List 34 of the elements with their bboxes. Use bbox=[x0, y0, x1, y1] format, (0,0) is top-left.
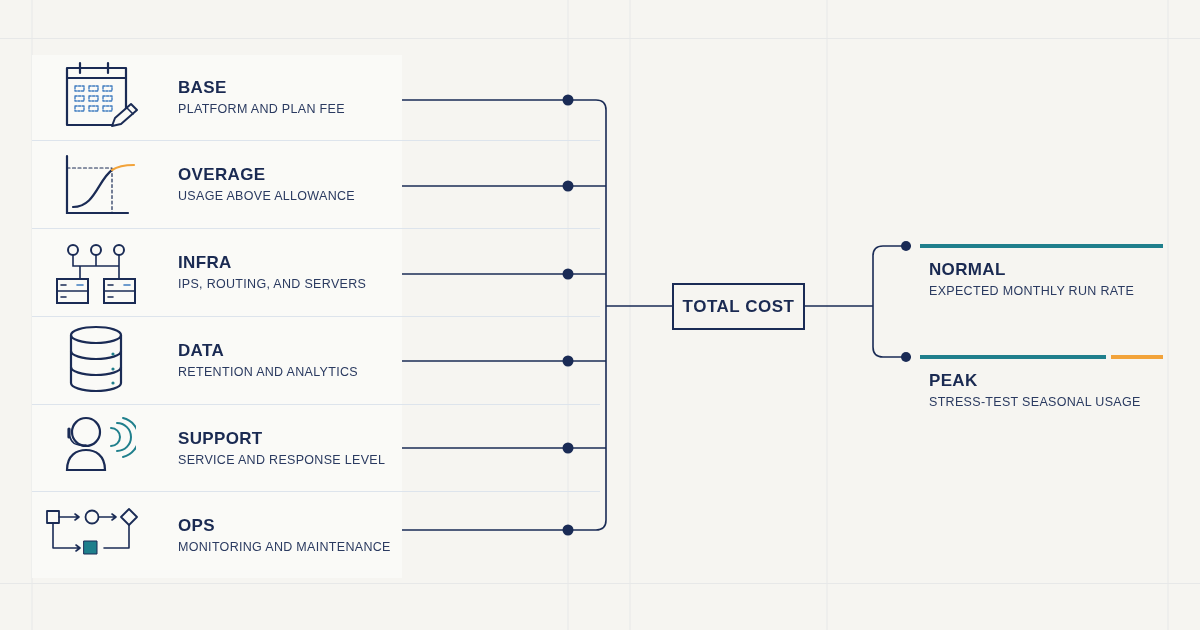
connector-line bbox=[401, 519, 607, 531]
row-title: INFRA bbox=[178, 253, 232, 273]
connector-line bbox=[401, 273, 607, 275]
row-title: OVERAGE bbox=[178, 165, 266, 185]
row-description: MONITORING AND MAINTENANCE bbox=[178, 538, 391, 555]
row-title: BASE bbox=[178, 78, 227, 98]
scenario-description: STRESS-TEST SEASONAL USAGE bbox=[929, 394, 1141, 410]
connector-line bbox=[401, 99, 607, 111]
connector-line bbox=[605, 109, 673, 521]
row-title: OPS bbox=[178, 515, 215, 536]
cost-row bbox=[32, 229, 402, 317]
connector-line bbox=[872, 241, 912, 307]
connector-line bbox=[804, 305, 874, 307]
connector-line bbox=[401, 360, 607, 362]
row-description: PLATFORM AND PLAN FEE bbox=[178, 101, 345, 117]
cost-row bbox=[32, 405, 402, 492]
row-title: DATA bbox=[178, 341, 225, 361]
cost-row bbox=[32, 141, 402, 229]
scenario-title: NORMAL bbox=[929, 260, 1006, 280]
row-description: RETENTION AND ANALYTICS bbox=[178, 364, 358, 380]
connector-line bbox=[401, 447, 607, 449]
cost-row bbox=[32, 55, 402, 141]
row-description: USAGE ABOVE ALLOWANCE bbox=[178, 188, 355, 204]
cost-row bbox=[32, 492, 402, 578]
hub-title: TOTAL COST bbox=[682, 295, 795, 318]
row-description: IPS, ROUTING, AND SERVERS bbox=[178, 276, 367, 292]
cost-row bbox=[32, 317, 402, 405]
scenario-title: PEAK bbox=[929, 371, 978, 391]
row-title: SUPPORT bbox=[178, 428, 263, 449]
row-description: SERVICE AND RESPONSE LEVEL bbox=[178, 451, 386, 468]
connector-line bbox=[872, 305, 912, 362]
total-box bbox=[672, 283, 805, 330]
scenario-description: EXPECTED MONTHLY RUN RATE bbox=[929, 283, 1135, 299]
connector-line bbox=[401, 185, 607, 187]
